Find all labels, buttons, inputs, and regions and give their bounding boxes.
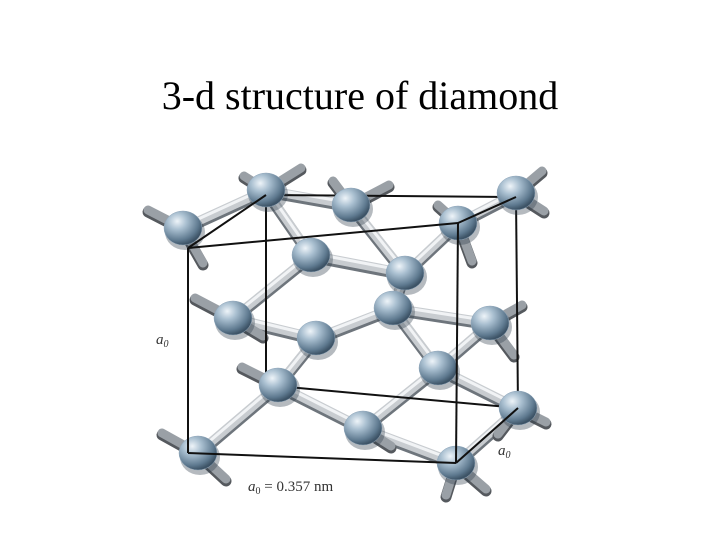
atom-sphere xyxy=(258,367,298,403)
atom-sphere xyxy=(496,175,536,211)
cell-edge-front-right xyxy=(455,222,459,464)
atom-sphere xyxy=(470,305,510,341)
atom-sphere xyxy=(213,300,253,336)
atom-sphere xyxy=(343,410,383,446)
atom-sphere xyxy=(291,237,331,273)
carbon-atom xyxy=(331,187,373,227)
carbon-atom xyxy=(385,255,427,295)
carbon-atom xyxy=(418,350,460,390)
atom-sphere xyxy=(296,320,336,356)
unit-cell-back-edges xyxy=(265,194,519,409)
diamond-lattice-figure: a0 a0 a0 = 0.357 nm xyxy=(142,163,552,503)
right-edge-label: a0 xyxy=(498,443,511,461)
atom-sphere xyxy=(418,350,458,386)
cell-edge-connect-top-right xyxy=(457,196,517,224)
cell-edge-back-bottom xyxy=(265,384,519,409)
atom-sphere xyxy=(246,172,286,208)
carbon-atom xyxy=(470,305,512,345)
atom-sphere xyxy=(331,187,371,223)
carbon-atom xyxy=(246,172,288,212)
cell-edge-back-right xyxy=(515,196,519,409)
atom-sphere xyxy=(385,255,425,291)
carbon-atom xyxy=(343,410,385,450)
slide-title: 3-d structure of diamond xyxy=(161,73,559,118)
left-edge-label: a0 xyxy=(156,332,169,350)
carbon-atom xyxy=(296,320,338,360)
carbon-atom xyxy=(163,210,205,250)
atom-sphere xyxy=(163,210,203,246)
cell-edge-front-bottom xyxy=(187,452,457,464)
carbon-atom xyxy=(291,237,333,277)
cell-edge-connect-bottom-right xyxy=(455,407,519,464)
cell-edge-back-top xyxy=(265,194,517,198)
carbon-atom xyxy=(258,367,300,407)
carbon-atom xyxy=(373,290,415,330)
unit-cell-front-edges xyxy=(187,194,519,464)
cell-edge-front-top xyxy=(187,222,459,249)
atom-sphere xyxy=(373,290,413,326)
diamond-structure-diagram: a0 a0 a0 = 0.357 nm xyxy=(138,155,558,510)
bottom-lattice-constant-label: a0 = 0.357 nm xyxy=(248,479,333,497)
cell-edge-connect-top-left xyxy=(187,194,267,249)
carbon-atom xyxy=(213,300,255,340)
